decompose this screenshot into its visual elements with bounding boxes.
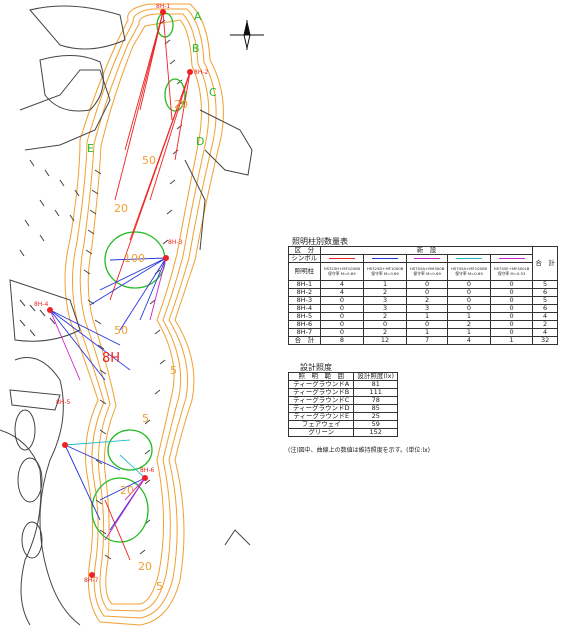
total-cell: 8 bbox=[319, 336, 364, 345]
terrain-outlines bbox=[0, 5, 253, 626]
pole-label: 8H-2 bbox=[194, 69, 208, 76]
north-arrow-icon bbox=[230, 20, 264, 50]
symbol-cell bbox=[406, 254, 449, 263]
zone-letter: C bbox=[209, 86, 217, 99]
range-cell: グリーン bbox=[287, 428, 355, 437]
design-note: (注)図中、曲線上の数値は維持照度を示す。(単位:lx) bbox=[288, 447, 431, 454]
contour-value: 20 bbox=[138, 560, 152, 573]
light-beams bbox=[49, 11, 191, 561]
lighting-poles bbox=[47, 9, 193, 578]
contour-value: 5 bbox=[170, 364, 177, 377]
header-total: 合 計 bbox=[532, 246, 558, 281]
pole-table-caption: 照明柱別数量表 bbox=[292, 237, 348, 246]
contour-value: 50 bbox=[114, 324, 128, 337]
pole-label: 8H-4 bbox=[34, 301, 48, 308]
header-new: 新 設 bbox=[319, 246, 534, 255]
zone-letter: E bbox=[87, 142, 94, 155]
contour-value: 5 bbox=[142, 412, 149, 425]
zone-letter: A bbox=[194, 10, 202, 23]
pole-label: 8H-5 bbox=[56, 399, 70, 406]
row-symbol-label: シンボル bbox=[288, 254, 321, 263]
isolux-contours bbox=[64, 3, 224, 626]
row-pole-label: 照明柱 bbox=[288, 262, 321, 281]
pole-label: 8H-1 bbox=[156, 3, 170, 10]
hole-label: 8H bbox=[102, 351, 120, 366]
symbol-cell bbox=[319, 254, 364, 263]
total-cell: 7 bbox=[406, 336, 449, 345]
contour-value: 20 bbox=[114, 202, 128, 215]
symbol-cell bbox=[489, 254, 534, 263]
total-cell: 12 bbox=[362, 336, 408, 345]
contour-value: 50 bbox=[142, 154, 156, 167]
value-cell: 152 bbox=[353, 428, 398, 437]
slope-ticks bbox=[19, 19, 186, 560]
zone-letter: B bbox=[192, 42, 200, 55]
contour-value: 5 bbox=[156, 580, 163, 593]
design-table-caption: 設計照度 bbox=[300, 363, 332, 372]
grand-total-cell: 32 bbox=[532, 336, 558, 345]
pole-label: 8H-3 bbox=[168, 239, 182, 246]
zone-letter: D bbox=[196, 135, 204, 148]
total-cell: 4 bbox=[447, 336, 491, 345]
contour-value: 20 bbox=[120, 484, 134, 497]
total-cell: 1 bbox=[489, 336, 534, 345]
pole-label: 8H-7 bbox=[84, 577, 98, 584]
pole-label: 8H-6 bbox=[140, 467, 154, 474]
contour-value: 20 bbox=[174, 98, 188, 111]
symbol-cell bbox=[447, 254, 491, 263]
total-row-label: 合 計 bbox=[288, 336, 321, 345]
symbol-cell bbox=[362, 254, 408, 263]
contour-value: 100 bbox=[124, 252, 145, 265]
